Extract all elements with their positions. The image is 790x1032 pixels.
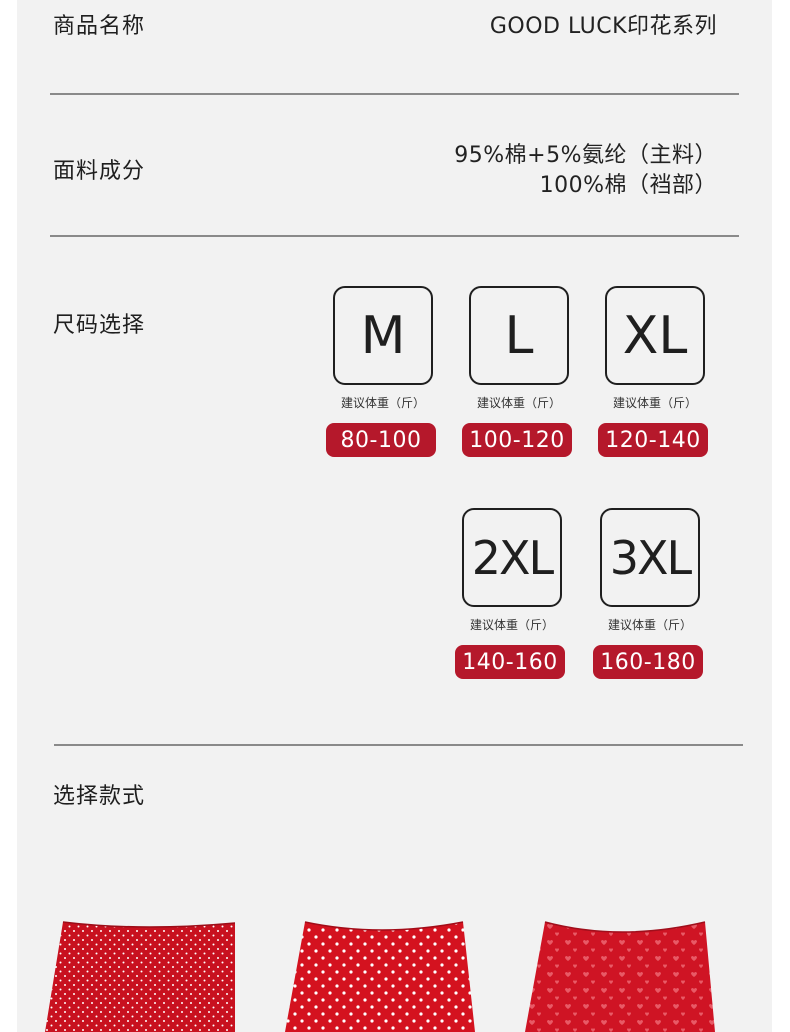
fabric-crotch: 100%棉（裆部） [539, 173, 717, 198]
weight-label: 建议体重（斤） [607, 618, 692, 632]
divider [54, 744, 743, 746]
style-label: 选择款式 [53, 784, 146, 809]
size-label: 尺码选择 [53, 313, 146, 338]
divider [50, 93, 739, 95]
underwear-dots-image [285, 921, 475, 1032]
size-3xl-box[interactable]: 3XL [600, 508, 700, 607]
product-name-value: GOOD LUCK印花系列 [489, 14, 717, 39]
divider [50, 235, 739, 237]
weight-label: 建议体重（斤） [612, 396, 697, 410]
size-option-l[interactable]: L 建议体重（斤） 100-120 [462, 286, 578, 460]
style-option-dots[interactable] [285, 920, 475, 1032]
size-option-xl[interactable]: XL 建议体重（斤） 120-140 [598, 286, 714, 460]
size-l-box[interactable]: L [469, 286, 569, 385]
fabric-main: 95%棉+5%氨纶（主料） [454, 143, 717, 168]
size-option-3xl[interactable]: 3XL 建议体重（斤） 160-180 [593, 508, 709, 682]
style-option-hearts[interactable] [525, 920, 715, 1032]
weight-label: 建议体重（斤） [469, 618, 554, 632]
product-name-label: 商品名称 [53, 14, 146, 39]
weight-label: 建议体重（斤） [476, 396, 561, 410]
weight-range-badge: 100-120 [462, 423, 572, 457]
fabric-value: 95%棉+5%氨纶（主料） 100%棉（裆部） [454, 141, 717, 201]
weight-range-badge: 160-180 [593, 645, 703, 679]
weight-range-badge: 120-140 [598, 423, 708, 457]
weight-label: 建议体重（斤） [340, 396, 425, 410]
size-m-box[interactable]: M [333, 286, 433, 385]
size-option-2xl[interactable]: 2XL 建议体重（斤） 140-160 [455, 508, 571, 682]
underwear-hearts-image [525, 921, 715, 1032]
weight-range-badge: 140-160 [455, 645, 565, 679]
weight-range-badge: 80-100 [326, 423, 436, 457]
size-option-m[interactable]: M 建议体重（斤） 80-100 [326, 286, 442, 460]
size-2xl-box[interactable]: 2XL [462, 508, 562, 607]
size-xl-box[interactable]: XL [605, 286, 705, 385]
underwear-small-dots-image [45, 921, 235, 1032]
fabric-label: 面料成分 [53, 159, 146, 184]
style-option-small-dots[interactable] [45, 920, 235, 1032]
product-info-panel: 商品名称 GOOD LUCK印花系列 面料成分 95%棉+5%氨纶（主料） 10… [17, 0, 772, 1032]
